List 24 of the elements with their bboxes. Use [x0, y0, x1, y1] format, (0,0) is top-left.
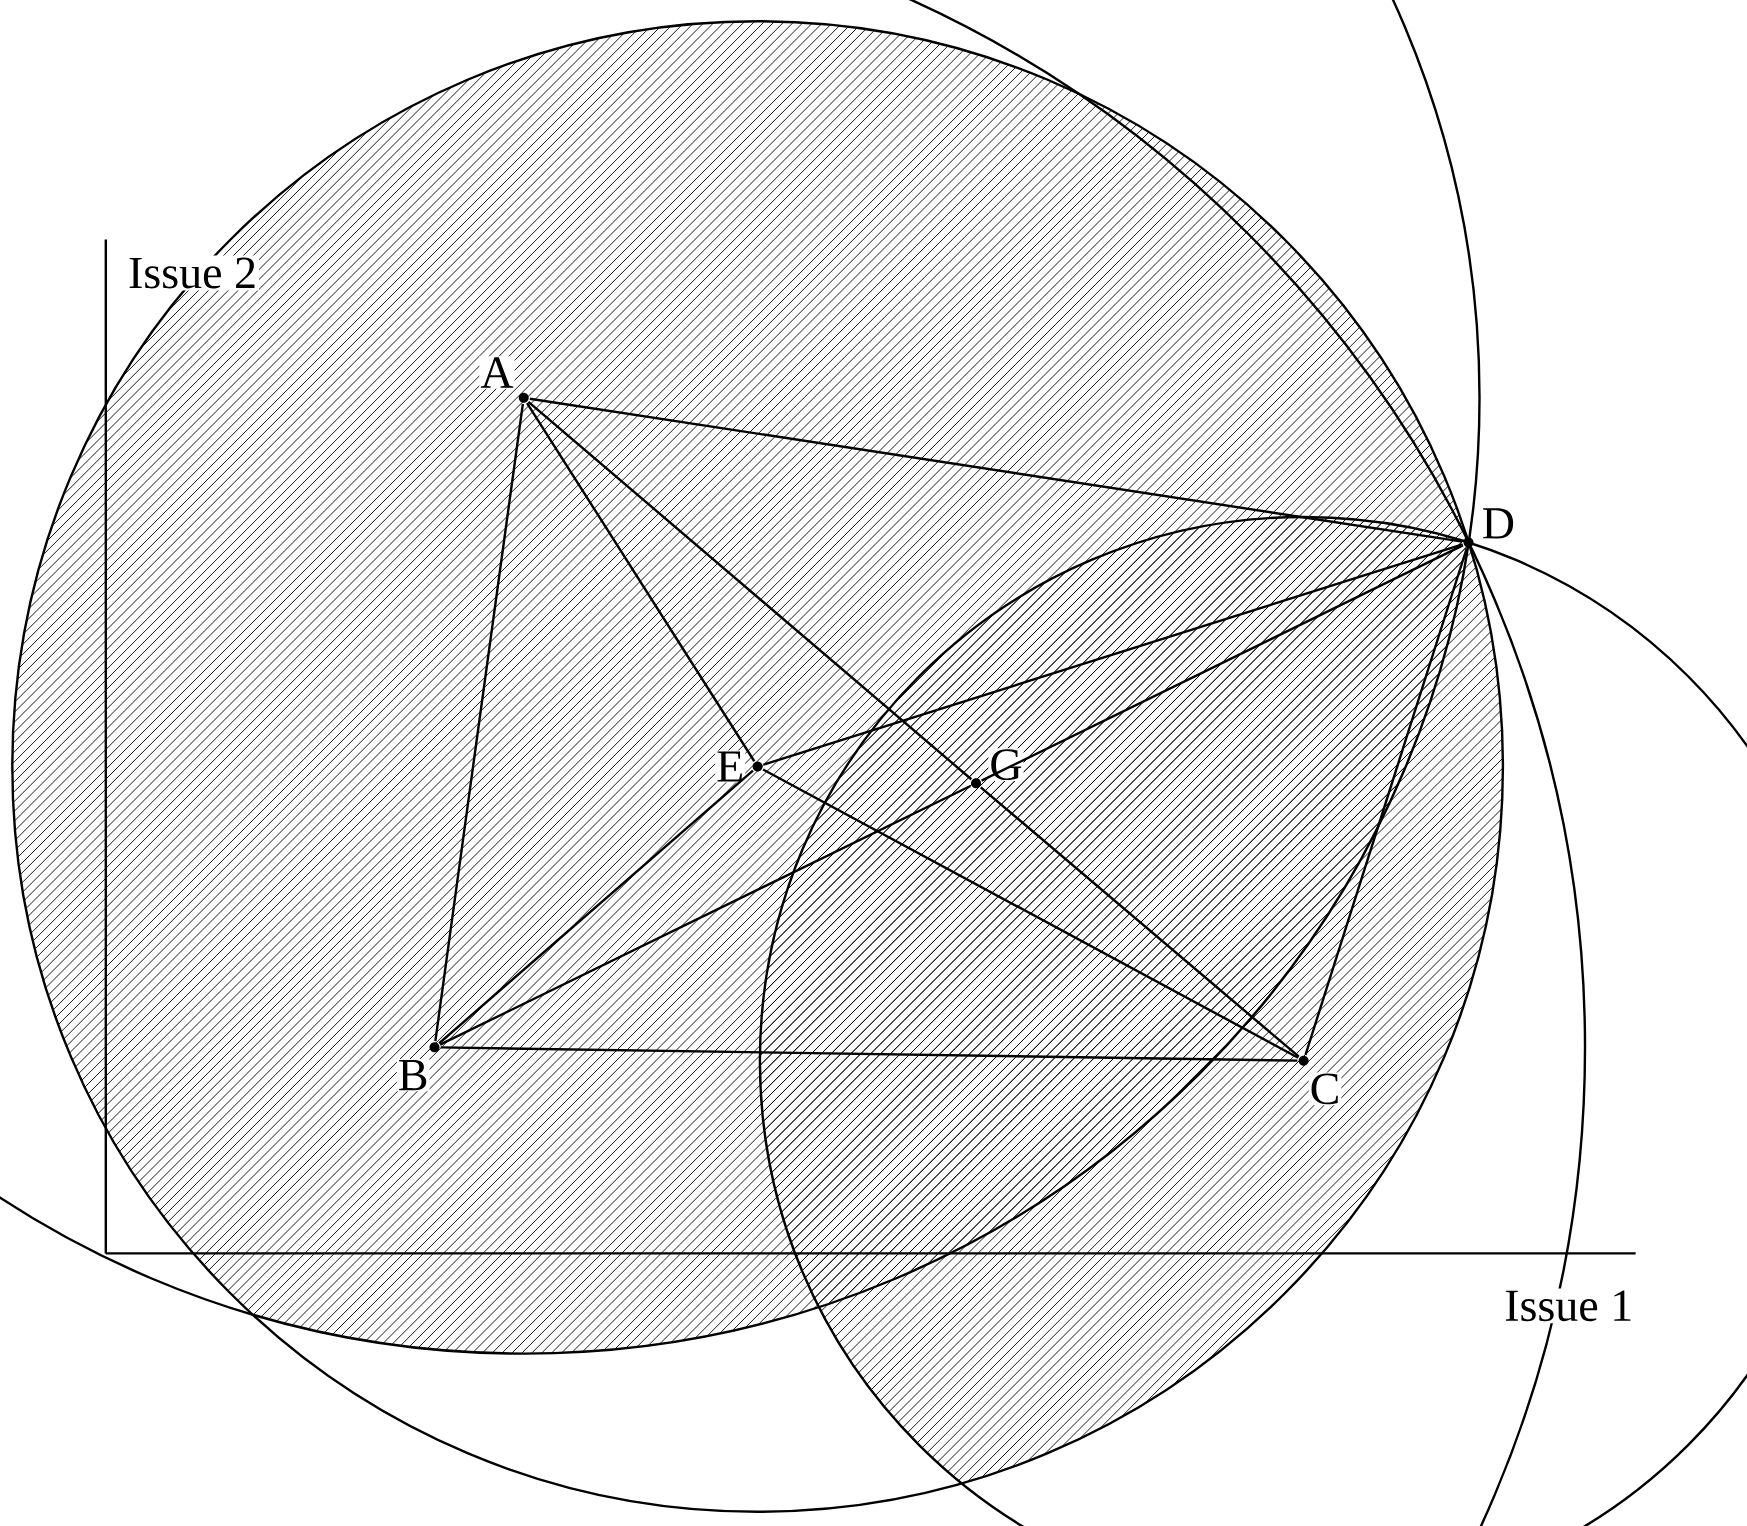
node-label: D [1483, 508, 1514, 539]
labeled-point: C [1298, 1055, 1342, 1106]
labeled-point: A [479, 356, 529, 403]
line-segment [529, 397, 1463, 543]
line-segment [526, 402, 756, 762]
line-segment [440, 1046, 1298, 1062]
line-segment [762, 768, 1299, 1059]
labeled-point: B [396, 1042, 440, 1092]
line-segment [979, 786, 1300, 1058]
line-segment [1304, 548, 1468, 1056]
line-segment [434, 403, 525, 1042]
node-label: C [1311, 1073, 1338, 1105]
line-segment [763, 543, 1463, 766]
line-segment [439, 784, 971, 1046]
line-segment [981, 544, 1464, 782]
labeled-point: D [1463, 507, 1516, 548]
node-label: B [399, 1060, 427, 1091]
axis-label: Issue 1 [1502, 1288, 1636, 1324]
node-label: E [717, 751, 742, 782]
node-label: A [480, 357, 514, 388]
line-segment [438, 769, 754, 1045]
labeled-point: E [715, 750, 763, 783]
axis-label: Issue 2 [126, 255, 260, 291]
line-segment [527, 400, 973, 781]
